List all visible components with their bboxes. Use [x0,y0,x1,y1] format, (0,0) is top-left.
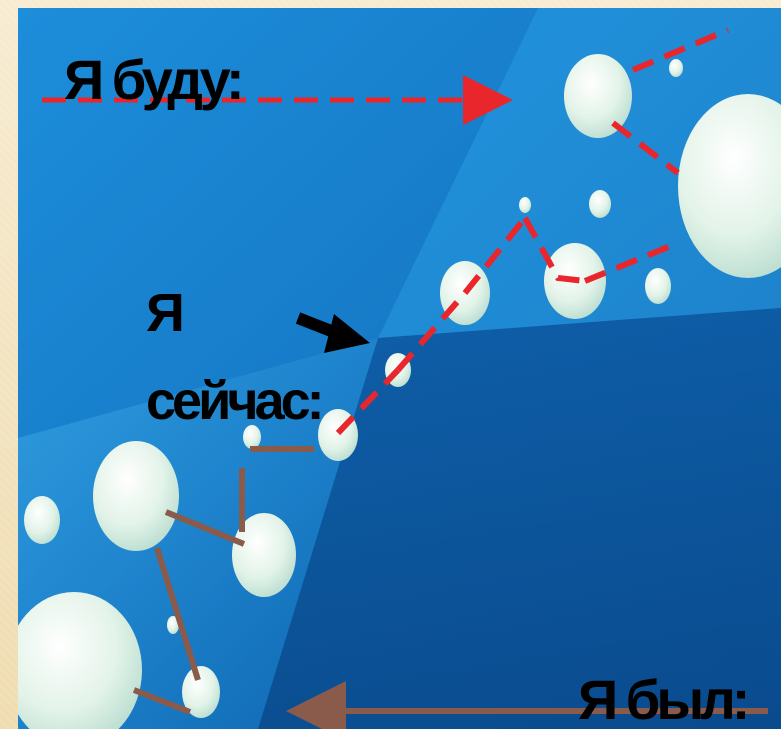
bubble [243,425,261,449]
future-path [335,27,730,436]
bubble [24,496,60,544]
past-path [132,446,314,715]
light-beam-left [18,8,538,438]
light-beam-top [378,8,781,338]
label-future: Я буду: [64,48,245,111]
past-path-segment [154,547,201,681]
past-path-segment [164,509,246,547]
future-path-segment [335,367,401,436]
bubble [232,513,296,597]
bubble [669,59,683,77]
bubble [167,616,179,634]
arrow-pointer-head [324,314,370,353]
bubble [18,592,142,729]
label-now-line1: Я [146,283,185,343]
bubble [645,268,671,304]
bubble [589,190,611,218]
future-path-segment [395,216,528,372]
bubble [564,54,632,138]
slide-artwork [18,8,781,729]
bubble [93,441,179,551]
future-path-segment [611,120,680,176]
past-path-segment [132,687,192,715]
label-now-line2: сейчас: [146,371,325,431]
dark-panel [258,308,781,729]
label-past: Я был: [578,668,750,729]
bubble [519,197,531,213]
future-path-segment [631,27,730,73]
arrow-pointer-icon [295,312,370,353]
bubble [678,94,781,278]
slide: Я буду: Я сейчас: Я был: [18,8,781,729]
future-path-segment [583,240,680,284]
bubble [182,666,220,718]
future-path-segment [522,216,586,284]
